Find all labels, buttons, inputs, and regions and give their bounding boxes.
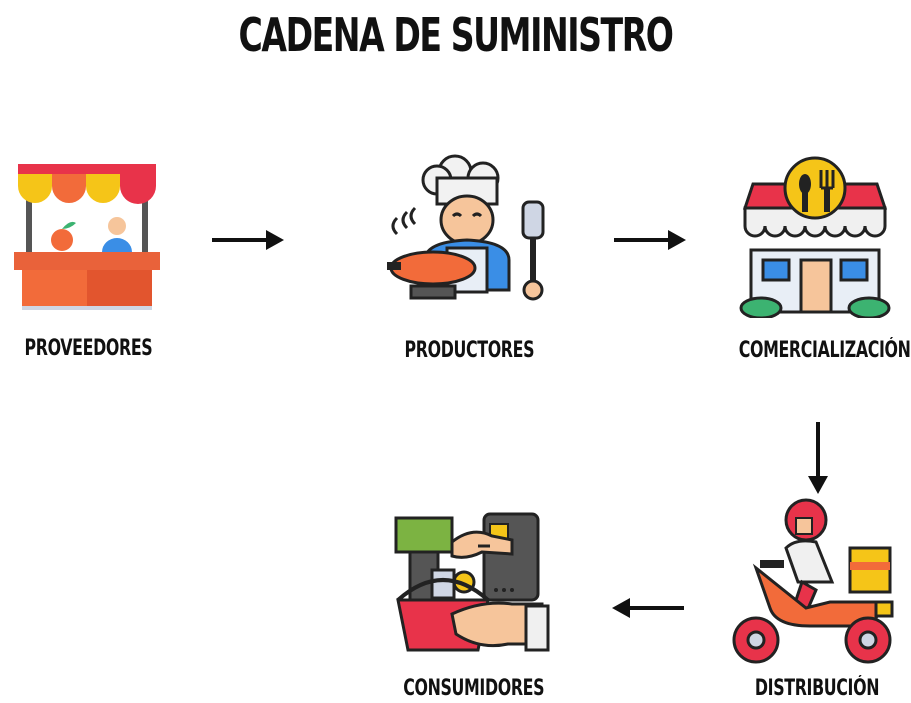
node-label-distribucion: DISTRIBUCIÓN xyxy=(754,676,880,701)
market-stall-icon xyxy=(14,164,160,310)
node-label-comercializacion: COMERCIALIZACIÓN xyxy=(738,338,911,363)
arrow-productores-comercializacion xyxy=(614,230,686,250)
arrow-comercializacion-distribucion xyxy=(808,422,828,494)
restaurant-icon xyxy=(739,156,891,318)
shopping-payment-icon xyxy=(394,512,550,652)
chef-icon xyxy=(387,154,545,301)
node-label-productores: PRODUCTORES xyxy=(404,338,535,363)
diagram-title: CADENA DE SUMINISTRO xyxy=(238,8,674,62)
arrow-proveedores-productores xyxy=(212,230,284,250)
node-label-consumidores: CONSUMIDORES xyxy=(403,676,545,701)
delivery-scooter-icon xyxy=(732,498,894,664)
node-label-proveedores: PROVEEDORES xyxy=(24,336,153,361)
arrow-distribucion-consumidores xyxy=(612,598,684,618)
